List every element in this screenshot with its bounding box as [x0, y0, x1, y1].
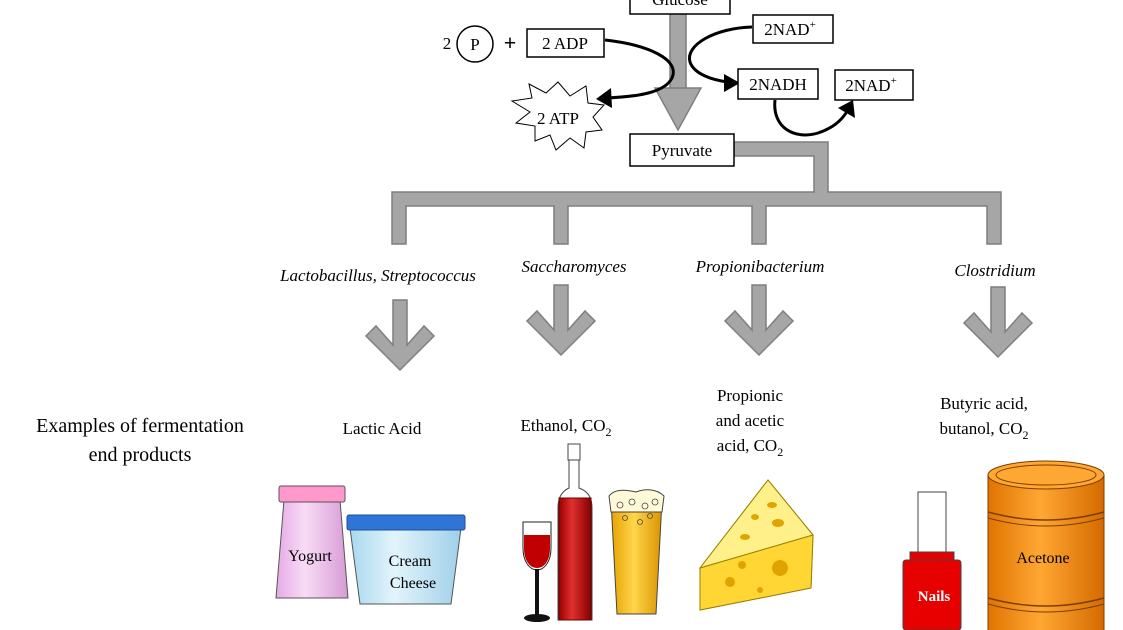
cream-cheese-label-line2: Cheese — [390, 575, 436, 592]
wine-glass-illustration — [522, 521, 552, 622]
product-butyric-line1: Butyric acid, — [940, 394, 1028, 413]
nails-label: Nails — [918, 589, 951, 605]
down-arrow-propionic — [723, 284, 795, 357]
plus-sign: + — [504, 30, 517, 55]
nad-right-box: 2NAD+ — [834, 69, 914, 101]
atp-starburst: 2 ATP — [510, 81, 606, 151]
glucose-box: Glucose — [629, 0, 731, 15]
adp-label: 2 ADP — [542, 34, 588, 53]
product-propionic-line3: acid, CO2 — [717, 436, 783, 459]
glucose-label: Glucose — [652, 0, 708, 9]
organism-propionibacterium: Propionibacterium — [695, 257, 825, 276]
organism-saccharomyces: Saccharomyces — [521, 257, 626, 276]
product-propionic-line2: and acetic — [716, 411, 785, 430]
pyruvate-box: Pyruvate — [629, 133, 735, 167]
nad-top-label: 2NAD+ — [764, 19, 816, 39]
down-arrow-butyric — [962, 286, 1034, 359]
wine-bottle-illustration — [557, 443, 593, 621]
nad-top-box: 2NAD+ — [752, 14, 834, 44]
nad-right-label: 2NAD+ — [845, 75, 897, 95]
cream-cheese-illustration: Cream Cheese — [346, 514, 466, 605]
organism-lactobacillus: Lactobacillus, Streptococcus — [279, 266, 476, 285]
product-propionic-line1: Propionic — [717, 386, 784, 405]
product-ethanol: Ethanol, CO2 — [521, 416, 612, 439]
atp-label: 2 ATP — [537, 109, 579, 128]
organism-clostridium: Clostridium — [954, 261, 1035, 280]
yogurt-label: Yogurt — [288, 548, 332, 565]
down-arrow-ethanol — [525, 284, 597, 357]
phosphate-circle: P — [456, 25, 494, 63]
product-lactic-acid: Lactic Acid — [343, 419, 422, 438]
pyruvate-label: Pyruvate — [652, 141, 712, 160]
nadh-box: 2NADH — [737, 68, 819, 100]
adp-box: 2 ADP — [526, 28, 605, 58]
adp-to-atp-arrow — [596, 38, 675, 108]
down-arrow-lactic — [364, 299, 436, 372]
examples-label-line1: Examples of fermentation — [36, 415, 244, 437]
acetone-can-illustration: Acetone — [987, 460, 1105, 630]
cream-cheese-label-line1: Cream — [389, 553, 432, 570]
beer-glass-illustration — [608, 489, 665, 615]
product-butyric-line2: butanol, CO2 — [939, 419, 1028, 442]
phosphate-count: 2 — [443, 34, 452, 53]
swiss-cheese-illustration — [698, 479, 814, 611]
nadh-label: 2NADH — [749, 75, 807, 94]
acetone-label: Acetone — [1016, 550, 1069, 567]
nadh-to-nad-arrow — [773, 99, 855, 137]
nail-polish-illustration: Nails — [902, 491, 962, 630]
examples-label-line2: end products — [89, 444, 192, 466]
phosphate-symbol: P — [470, 35, 479, 54]
glucose-to-pyruvate-arrow — [653, 0, 703, 132]
yogurt-cup-illustration: Yogurt — [275, 485, 349, 599]
nad-to-nadh-arrow — [688, 25, 753, 92]
branch-pipes — [391, 141, 1002, 245]
